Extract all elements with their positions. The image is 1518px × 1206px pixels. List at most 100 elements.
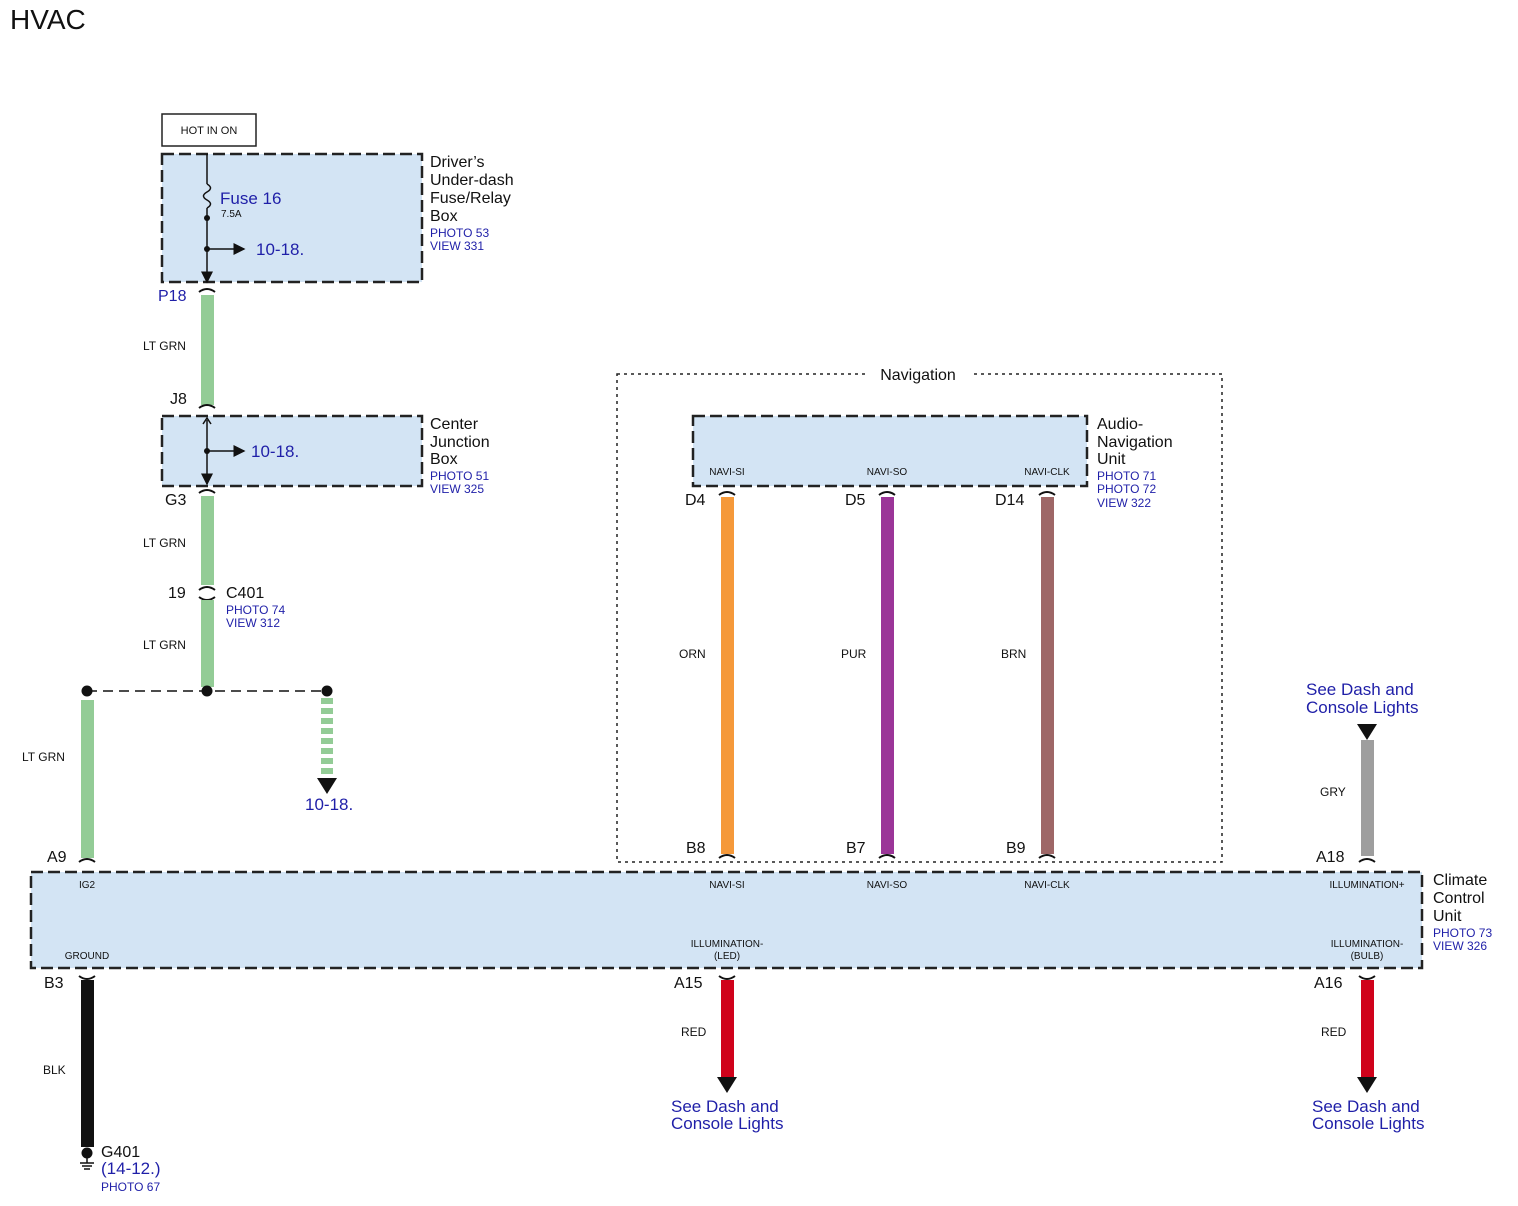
- svg-text:Unit: Unit: [1433, 908, 1462, 925]
- wire-label-red-led: RED: [681, 1025, 707, 1039]
- arrow-down-icon: [717, 1077, 737, 1093]
- wire-label-pur: PUR: [841, 647, 867, 661]
- fuse-box-view-ref[interactable]: VIEW 331: [430, 239, 484, 253]
- pin-d4: D4: [685, 492, 706, 509]
- c401-view-ref[interactable]: VIEW 312: [226, 616, 280, 630]
- c401-photo-ref[interactable]: PHOTO 74: [226, 603, 285, 617]
- fuse-box-photo-ref[interactable]: PHOTO 53: [430, 226, 489, 240]
- see-dash-link-top-line2[interactable]: Console Lights: [1306, 698, 1418, 717]
- navigation-group-label: Navigation: [880, 367, 956, 384]
- cu-pin-label-illum-bulb-1: ILLUMINATION-: [1331, 939, 1404, 950]
- center-junction-box: [160, 414, 424, 488]
- cu-pin-label-navi-si: NAVI-SI: [709, 880, 744, 891]
- wire-lt-grn-3: [201, 600, 214, 687]
- power-source-box: [161, 113, 257, 147]
- connector-d4-icon: [718, 491, 736, 496]
- pin-p18: P18: [158, 288, 187, 305]
- junction-box-name: Center Junction Box: [430, 416, 490, 468]
- connector-a9-icon: [78, 858, 96, 863]
- wire-label-lt-grn-3: LT GRN: [143, 638, 186, 652]
- pin-b7: B7: [846, 840, 866, 857]
- cu-pin-label-illum-plus: ILLUMINATION+: [1329, 880, 1404, 891]
- splice-ref-link[interactable]: 10-18.: [305, 795, 353, 814]
- svg-text:Control: Control: [1433, 890, 1485, 907]
- svg-text:Unit: Unit: [1097, 451, 1126, 468]
- svg-text:Under-dash: Under-dash: [430, 172, 514, 189]
- power-source-label: HOT IN ON: [181, 125, 238, 137]
- svg-text:Junction: Junction: [430, 434, 490, 451]
- fuse-box-name: Driver’s Under-dash Fuse/Relay Box: [430, 154, 514, 225]
- wire-lt-grn-4: [81, 700, 94, 858]
- audio-navigation-unit: [691, 414, 1089, 488]
- pin-a16: A16: [1314, 975, 1343, 992]
- cu-pin-label-navi-so: NAVI-SO: [867, 880, 908, 891]
- see-dash-link-led-line1[interactable]: See Dash and: [671, 1097, 779, 1116]
- pin-b9: B9: [1006, 840, 1026, 857]
- wire-label-lt-grn-1: LT GRN: [143, 339, 186, 353]
- connector-d14-icon: [1038, 491, 1056, 496]
- wire-label-lt-grn-2: LT GRN: [143, 536, 186, 550]
- connector-c401-icon: [198, 586, 216, 601]
- ground-photo-ref[interactable]: PHOTO 67: [101, 1180, 160, 1194]
- nav-photo-ref-1[interactable]: PHOTO 71: [1097, 469, 1156, 483]
- climate-unit-photo-ref[interactable]: PHOTO 73: [1433, 926, 1492, 940]
- see-dash-link-bulb-line1[interactable]: See Dash and: [1312, 1097, 1420, 1116]
- splice-point-center: [201, 685, 213, 697]
- cu-pin-label-illum-led-2: (LED): [714, 951, 740, 962]
- pin-a9: A9: [47, 849, 67, 866]
- wire-brn: [1041, 497, 1054, 854]
- ground-name: G401: [101, 1144, 140, 1161]
- ground-ref-link[interactable]: (14-12.): [101, 1159, 161, 1178]
- wire-label-orn: ORN: [679, 647, 706, 661]
- svg-text:Audio-: Audio-: [1097, 416, 1143, 433]
- cu-pin-label-navi-clk: NAVI-CLK: [1024, 880, 1070, 891]
- wire-label-brn: BRN: [1001, 647, 1026, 661]
- connector-b9-icon: [1038, 854, 1056, 859]
- fuse-icon: [202, 183, 212, 209]
- connector-p18-icon: [198, 288, 216, 293]
- pin-g3: G3: [165, 492, 186, 509]
- svg-text:Driver’s: Driver’s: [430, 154, 485, 171]
- connector-b8-icon: [718, 854, 736, 859]
- arrow-down-icon: [1357, 724, 1377, 740]
- wire-label-gry: GRY: [1320, 785, 1346, 799]
- pin-d5: D5: [845, 492, 866, 509]
- svg-text:Fuse/Relay: Fuse/Relay: [430, 190, 511, 207]
- see-dash-link-led-line2[interactable]: Console Lights: [671, 1114, 783, 1133]
- ground-point: [81, 1147, 93, 1159]
- pin-b3: B3: [44, 975, 64, 992]
- connector-a16-icon: [1358, 975, 1376, 980]
- connector-a18-icon: [1358, 858, 1376, 863]
- fuse-box-ref-link[interactable]: 10-18.: [256, 240, 304, 259]
- wire-red-led: [721, 980, 734, 1077]
- climate-control-unit: [29, 870, 1424, 970]
- junction-box-view-ref[interactable]: VIEW 325: [430, 482, 484, 496]
- nav-photo-ref-2[interactable]: PHOTO 72: [1097, 482, 1156, 496]
- climate-unit-view-ref[interactable]: VIEW 326: [1433, 939, 1487, 953]
- ground-icon: [80, 1158, 94, 1170]
- wire-label-lt-grn-4: LT GRN: [22, 750, 65, 764]
- see-dash-link-top-line1[interactable]: See Dash and: [1306, 680, 1414, 699]
- splice-point-left: [81, 685, 93, 697]
- nav-view-ref[interactable]: VIEW 322: [1097, 496, 1151, 510]
- wire-label-blk: BLK: [43, 1063, 66, 1077]
- junction-box-photo-ref[interactable]: PHOTO 51: [430, 469, 489, 483]
- nav-pin-label-navi-clk: NAVI-CLK: [1024, 467, 1070, 478]
- connector-a15-icon: [718, 975, 736, 980]
- wire-lt-grn-1: [201, 295, 214, 405]
- arrow-down-icon: [317, 778, 337, 794]
- junction-box-ref-link[interactable]: 10-18.: [251, 442, 299, 461]
- c401-pin-number: 19: [168, 585, 186, 602]
- pin-b8: B8: [686, 840, 706, 857]
- wire-pur: [881, 497, 894, 854]
- connector-b7-icon: [878, 854, 896, 859]
- cu-pin-label-illum-bulb-2: (BULB): [1351, 951, 1384, 962]
- page-title: HVAC: [10, 4, 86, 35]
- svg-text:Box: Box: [430, 208, 458, 225]
- see-dash-link-bulb-line2[interactable]: Console Lights: [1312, 1114, 1424, 1133]
- arrow-down-icon: [1357, 1077, 1377, 1093]
- splice-point-right: [321, 685, 333, 697]
- c401-name: C401: [226, 585, 264, 602]
- connector-j8-icon: [198, 404, 216, 409]
